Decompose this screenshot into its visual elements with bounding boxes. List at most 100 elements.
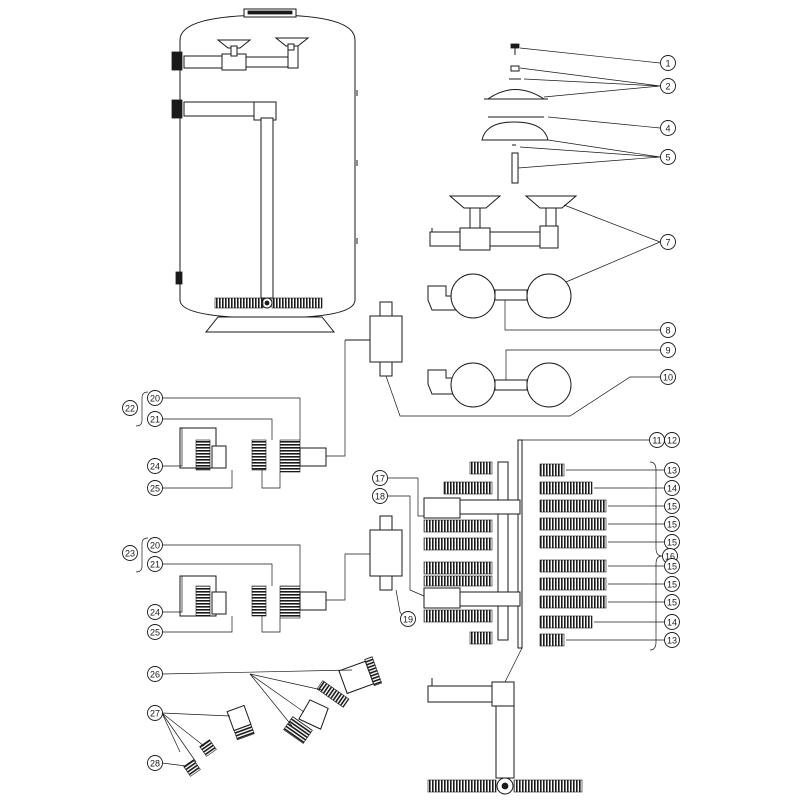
filter-tank (171, 8, 358, 333)
leader-lines (135, 47, 664, 767)
callout-15-a: 15 (664, 498, 680, 514)
cover-clamp (484, 89, 548, 100)
callout-13-bottom: 13 (664, 632, 680, 648)
callouts: 1 2 4 5 7 8 9 10 11 12 13 14 15 15 15 16… (122, 55, 680, 771)
svg-text:21: 21 (150, 415, 160, 425)
svg-text:16: 16 (665, 552, 675, 562)
callout-11: 11 (649, 432, 665, 448)
callout-12: 12 (664, 432, 680, 448)
lateral-strainers-left (423, 461, 493, 645)
callout-14-top: 14 (664, 480, 680, 496)
lower-distributor-plan (427, 362, 572, 408)
callout-15-f: 15 (664, 594, 680, 610)
callout-26: 26 (147, 666, 163, 682)
svg-text:15: 15 (667, 562, 677, 572)
svg-text:20: 20 (150, 541, 160, 551)
valve-assembly-lower (179, 575, 327, 619)
svg-text:24: 24 (150, 608, 160, 618)
callout-20-upper: 20 (147, 390, 163, 406)
callout-17: 17 (372, 470, 388, 486)
svg-text:20: 20 (150, 394, 160, 404)
callout-14-bottom: 14 (664, 614, 680, 630)
svg-text:15: 15 (667, 580, 677, 590)
svg-text:10: 10 (663, 373, 673, 383)
svg-text:14: 14 (667, 484, 677, 494)
callout-15-b: 15 (664, 516, 680, 532)
threaded-sleeve (283, 716, 313, 744)
callout-23: 23 (122, 545, 138, 561)
svg-text:1: 1 (665, 59, 670, 69)
svg-text:22: 22 (125, 404, 135, 414)
svg-text:24: 24 (150, 462, 160, 472)
callout-2: 2 (660, 78, 676, 94)
callout-25-upper: 25 (147, 480, 163, 496)
adapter-fitting (338, 656, 383, 695)
callout-7: 7 (660, 234, 676, 250)
top-cover-parts (481, 43, 549, 184)
svg-text:12: 12 (667, 436, 677, 446)
callout-22: 22 (122, 400, 138, 416)
tank-base (204, 316, 336, 333)
svg-text:25: 25 (150, 484, 160, 494)
callout-25-lower: 25 (147, 624, 163, 640)
drain-plug (226, 704, 255, 741)
callout-19: 19 (400, 611, 416, 627)
callout-18: 18 (372, 488, 388, 504)
svg-text:13: 13 (667, 636, 677, 646)
svg-text:25: 25 (150, 628, 160, 638)
bottom-collector-assembly (427, 678, 583, 795)
small-nipple (199, 739, 217, 757)
upper-distributor-plan (427, 273, 572, 319)
screw (510, 43, 520, 55)
svg-text:14: 14 (667, 618, 677, 628)
svg-text:18: 18 (375, 492, 385, 502)
small-parts (183, 656, 383, 777)
svg-text:19: 19 (403, 615, 413, 625)
dome-lid (481, 121, 549, 141)
svg-text:15: 15 (667, 520, 677, 530)
svg-text:27: 27 (150, 709, 160, 719)
callout-21-upper: 21 (147, 411, 163, 427)
tee-fitting-upper (345, 301, 403, 377)
callout-8: 8 (660, 322, 676, 338)
svg-text:2: 2 (665, 82, 670, 92)
callout-1: 1 (660, 55, 676, 71)
callout-13-top: 13 (664, 462, 680, 478)
svg-text:4: 4 (665, 124, 670, 134)
callout-15-e: 15 (664, 576, 680, 592)
callout-15-d: 15 (664, 558, 680, 574)
callout-27: 27 (147, 705, 163, 721)
svg-text:23: 23 (125, 549, 135, 559)
elbow-fitting (298, 699, 329, 730)
callout-28: 28 (147, 755, 163, 771)
lateral-collector-assembly (423, 439, 607, 649)
drain-nipple (183, 759, 201, 777)
valve-assembly-upper (179, 427, 327, 473)
svg-text:15: 15 (667, 538, 677, 548)
svg-text:5: 5 (665, 153, 670, 163)
callout-24-upper: 24 (147, 458, 163, 474)
svg-text:13: 13 (667, 466, 677, 476)
strainer-element (316, 680, 350, 708)
svg-text:11: 11 (652, 436, 661, 446)
lateral-strainers-right (539, 463, 607, 647)
callout-24-lower: 24 (147, 604, 163, 620)
callout-21-lower: 21 (147, 556, 163, 572)
svg-text:28: 28 (150, 759, 160, 769)
svg-text:8: 8 (665, 326, 670, 336)
callout-20-lower: 20 (147, 537, 163, 553)
svg-text:26: 26 (150, 670, 160, 680)
callout-15-c: 15 (664, 534, 680, 550)
svg-text:15: 15 (667, 598, 677, 608)
tee-fitting-lower (369, 515, 403, 591)
svg-text:9: 9 (665, 346, 670, 356)
svg-text:17: 17 (375, 474, 385, 484)
svg-text:21: 21 (150, 560, 160, 570)
svg-text:15: 15 (667, 502, 677, 512)
upper-distributor-side (429, 195, 578, 251)
callout-10: 10 (660, 369, 676, 385)
callout-9: 9 (660, 342, 676, 358)
callout-4: 4 (660, 120, 676, 136)
callout-5: 5 (660, 149, 676, 165)
